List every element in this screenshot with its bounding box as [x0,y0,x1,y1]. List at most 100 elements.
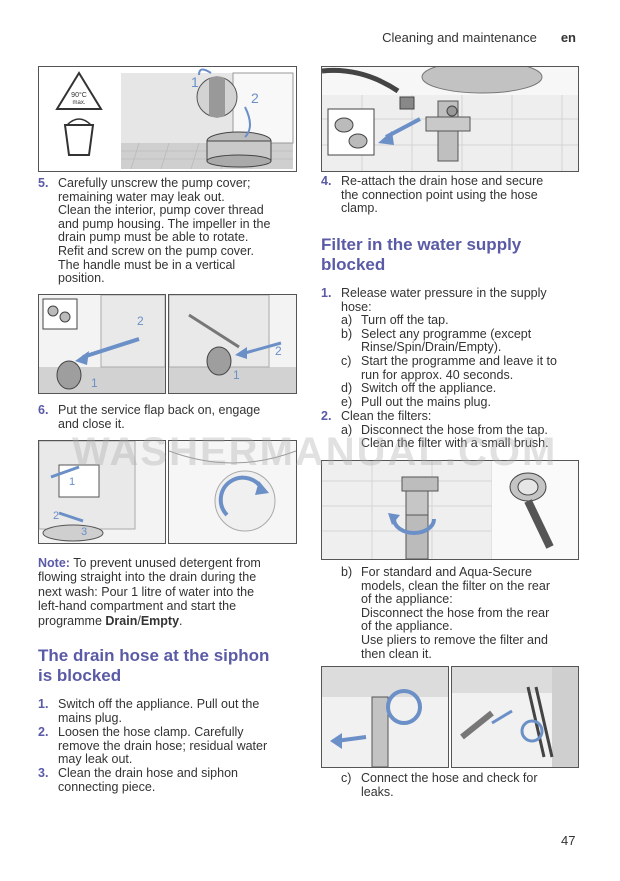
running-header: Cleaning and maintenance en [382,30,576,45]
step-5: 5. Carefully unscrew the pump cover; rem… [38,176,300,286]
step-number: 5. [38,176,49,190]
pump-cover-illustration: 90°C max. 1 2 [39,67,296,171]
text-line: Switch off the appliance. Pull out the [58,697,260,711]
drain-step-3: 3. Clean the drain hose and siphon conne… [38,766,300,794]
text-line: Release water pressure in the supply [341,286,547,300]
filter-step-2: 2. Clean the filters: a)Disconnect the h… [321,409,583,451]
text-line: Use pliers to remove the filter and [361,632,548,647]
heading-line: The drain hose at the siphon [38,646,270,665]
text-line: next wash: Pour 1 litre of water into th… [38,584,255,599]
sub-step-d: d)Switch off the appliance. [341,381,497,396]
pliers-filter-illustration [452,667,578,767]
section-title: Cleaning and maintenance [382,30,537,45]
service-flap-illustration: 1 2 3 [39,441,165,543]
callout-2: 2 [137,314,144,328]
text-line: Clean the interior, pump cover thread [58,203,264,218]
callout-2: 2 [275,344,282,358]
temp-label: 90°C [71,91,87,99]
text-line: hose: [341,299,372,314]
watermark: WASHERMANUAL.COM [72,430,558,474]
text-line: of the appliance. [361,619,453,634]
figure-flap-closed [168,440,297,544]
text-line: leaks. [361,784,394,799]
rear-hose-illustration [322,667,448,767]
step-number: 1. [321,286,332,300]
programme-name: Drain [105,613,138,628]
sub-step-letter: c) [341,771,352,785]
text-line: flowing straight into the drain during t… [38,570,257,585]
text-line: drain pump must be able to rotate. [58,230,249,245]
text-line: position. [58,271,105,286]
text-line: may leak out. [58,752,133,767]
text-line: models, clean the filter on the rear [361,578,550,593]
callout-1: 1 [191,74,199,90]
sub-step-a: a)Turn off the tap. [341,313,449,328]
step-number: 3. [38,766,49,780]
text-line: and pump housing. The impeller in the [58,216,271,231]
period: . [179,613,183,628]
text-line: For standard and Aqua-Secure [361,565,532,579]
text-line: left-hand compartment and start the [38,599,237,614]
text-line: clamp. [341,201,378,216]
text-line: Clean the filters: [341,409,432,423]
text-line: programme [38,613,102,628]
text-line: The handle must be in a vertical [58,257,236,272]
text-line: Clean the drain hose and siphon [58,766,238,780]
callout-1: 1 [233,368,240,382]
step-number: 2. [321,409,332,423]
text-line: and close it. [58,416,125,431]
page-number: 47 [561,833,576,848]
callout-1: 1 [91,376,98,390]
note-block: Note: To prevent unused detergent from f… [38,556,300,628]
language-code: en [560,30,576,45]
figure-pump-remove: 1 2 [38,294,166,394]
callout-1: 1 [69,476,75,488]
callout-3: 3 [81,526,87,538]
step-4: 4. Re-attach the drain hose and secure t… [321,174,583,216]
text-line: remove the drain hose; residual water [58,738,268,753]
text-line: Disconnect the hose from the rear [361,605,550,620]
pump-remove-illustration: 1 2 [39,295,165,393]
heading-line: Filter in the water supply [321,235,522,254]
figure-tap-filter [321,460,579,560]
figure-pump-refit: 1 2 [168,294,297,394]
temperature-warning-icon: 90°C max. [55,71,103,110]
figure-rear-hose [321,666,449,768]
section-heading-filter: Filter in the water supply blocked [321,235,591,275]
tap-filter-illustration [322,461,578,559]
pump-refit-illustration: 1 2 [169,295,296,393]
drain-step-1: 1. Switch off the appliance. Pull out th… [38,697,300,725]
sub-step-letter: b) [341,565,353,579]
sub-step-connect-hose: c) Connect the hose and check for leaks. [341,771,583,799]
text-line: Carefully unscrew the pump cover; [58,176,251,190]
sub-step-rear-filter: b) For standard and Aqua-Secure models, … [341,565,583,661]
heading-line: is blocked [38,666,122,685]
callout-2: 2 [251,90,259,106]
text-line: connecting piece. [58,779,156,794]
text-line: Refit and screw on the pump cover. [58,243,254,258]
note-label: Note: [38,556,70,570]
text-line: of the appliance: [361,592,453,607]
step-number: 4. [321,174,332,188]
step-number: 1. [38,697,49,711]
figure-siphon [321,66,579,172]
flap-closed-illustration [169,441,296,543]
filter-step-1: 1. Release water pressure in the supply … [321,286,583,409]
heading-line: blocked [321,255,386,274]
drain-step-2: 2. Loosen the hose clamp. Carefully remo… [38,725,300,767]
figure-service-flap: 1 2 3 [38,440,166,544]
text-line: mains plug. [58,710,122,725]
bucket-icon [63,118,95,156]
sub-step-e: e)Pull out the mains plug. [341,394,491,409]
step-number: 6. [38,403,49,417]
sub-step-a: a)Disconnect the hose from the tap.Clean… [341,422,549,451]
text-line: the connection point using the hose [341,187,538,202]
section-heading-drain-hose: The drain hose at the siphon is blocked [38,646,308,686]
figure-pump-cover: 90°C max. 1 2 [38,66,297,172]
text-line: Loosen the hose clamp. Carefully [58,725,244,739]
programme-name: Empty [140,613,180,628]
separator: / [137,613,141,628]
text-line: Put the service flap back on, engage [58,403,261,417]
